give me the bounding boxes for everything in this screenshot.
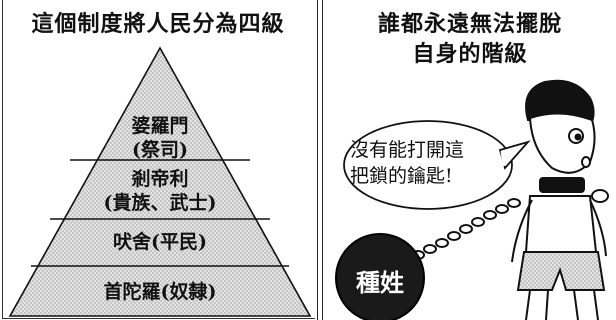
tier-brahmin-role: (祭司) <box>132 139 188 161</box>
chain <box>411 198 521 260</box>
caste-ball-label: 種姓 <box>356 269 404 297</box>
panel-frame <box>2 0 315 319</box>
speech-bubble <box>343 120 531 210</box>
speech-bubble-text: 沒有能打開這 把鎖的鑰匙! <box>350 137 500 189</box>
right-title-line2: 自身的階級 <box>412 42 528 67</box>
tier-kshatriya-role: (貴族、武士) <box>103 192 217 214</box>
right-title-line1: 誰都永遠無法擺脫 <box>377 12 562 37</box>
pyramid-title: 這個制度將人民分為四級 <box>31 12 285 37</box>
speech-line2: 把鎖的鑰匙! <box>350 165 453 187</box>
right-panel-title: 誰都永遠無法擺脫 自身的階級 <box>350 10 590 70</box>
tier-shudra: 首陀羅(奴隸) <box>60 280 260 304</box>
chained-person <box>511 79 609 320</box>
speech-line1: 沒有能打開這 <box>350 139 465 161</box>
caste-pyramid-panel <box>2 0 323 320</box>
tier-vaishya-name: 吠舍(平民) <box>113 231 207 253</box>
tier-brahmin-name: 婆羅門 <box>131 115 189 137</box>
tier-kshatriya-name: 剎帝利 <box>131 168 189 190</box>
caste-ball <box>335 233 425 320</box>
tier-brahmin: 婆羅門 (祭司) <box>110 114 210 162</box>
tier-kshatriya: 剎帝利 (貴族、武士) <box>80 167 240 215</box>
tier-vaishya: 吠舍(平民) <box>70 230 250 254</box>
caste-pyramid <box>8 46 312 317</box>
pyramid-outline <box>8 46 312 317</box>
tier-shudra-name: 首陀羅(奴隸) <box>103 281 217 303</box>
